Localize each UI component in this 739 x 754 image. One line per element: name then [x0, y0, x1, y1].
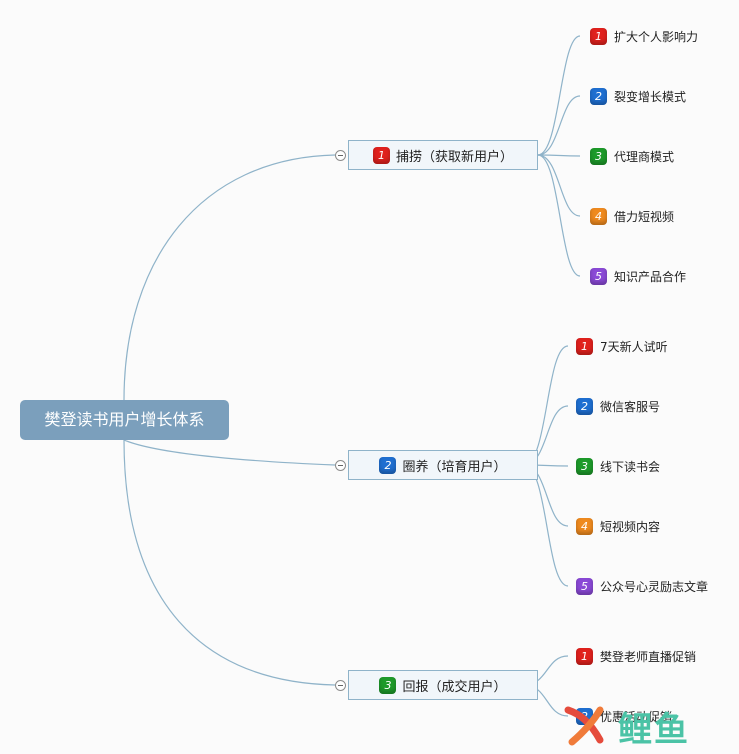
- branch-topic-3[interactable]: 3 回报（成交用户）: [348, 670, 538, 700]
- priority-badge-icon: 1: [576, 647, 593, 665]
- priority-badge-icon: 3: [576, 457, 593, 475]
- root-link-3: [123, 439, 336, 686]
- priority-badge-icon: 1: [372, 146, 390, 164]
- subtopic-3-1[interactable]: 1 樊登老师直播促销: [576, 646, 696, 666]
- branch-1-link-4: [537, 154, 581, 217]
- subtopic-label: 代理商模式: [614, 149, 675, 164]
- priority-badge-icon: 2: [590, 87, 607, 105]
- branch-topic-2[interactable]: 2 圈养（培育用户）: [348, 450, 538, 480]
- branch-1-link-5: [537, 154, 581, 277]
- priority-badge-icon: 5: [576, 577, 593, 595]
- subtopic-label: 公众号心灵励志文章: [600, 579, 709, 594]
- watermark-logo: 鲤鱼: [560, 700, 735, 750]
- subtopic-label: 借力短视频: [614, 209, 675, 224]
- subtopic-1-3[interactable]: 3 代理商模式: [590, 146, 674, 166]
- subtopic-1-4[interactable]: 4 借力短视频: [590, 206, 674, 226]
- subtopic-2-2[interactable]: 2 微信客服号: [576, 396, 660, 416]
- collapse-toggle-branch-3[interactable]: [335, 680, 346, 691]
- subtopic-1-5[interactable]: 5 知识产品合作: [590, 266, 686, 286]
- branch-1-link-1: [537, 35, 581, 156]
- subtopic-1-2[interactable]: 2 裂变增长模式: [590, 86, 686, 106]
- branch-1-link-2: [537, 95, 581, 156]
- fish-logo-icon: [564, 706, 604, 746]
- root-topic[interactable]: 樊登读书用户增长体系: [20, 400, 229, 440]
- root-link-1: [123, 154, 336, 401]
- subtopic-label: 微信客服号: [600, 399, 661, 414]
- priority-badge-icon: 1: [590, 27, 607, 45]
- root-link-2: [123, 439, 336, 466]
- subtopic-label: 樊登老师直播促销: [600, 649, 697, 664]
- subtopic-label: 扩大个人影响力: [614, 29, 699, 44]
- subtopic-label: 优惠活动促销: [600, 709, 673, 724]
- collapse-toggle-branch-1[interactable]: [335, 150, 346, 161]
- priority-badge-icon: 5: [590, 267, 607, 285]
- branch-label: 圈养（培育用户）: [402, 459, 507, 475]
- priority-badge-icon: 1: [576, 337, 593, 355]
- watermark-text: 鲤鱼: [618, 710, 690, 750]
- priority-badge-icon: 3: [379, 676, 397, 694]
- branch-topic-1[interactable]: 1 捕捞（获取新用户）: [348, 140, 538, 170]
- priority-badge-icon: 2: [576, 397, 593, 415]
- branch-2-link-5: [523, 464, 569, 587]
- subtopic-label: 短视频内容: [600, 519, 661, 534]
- subtopic-2-5[interactable]: 5 公众号心灵励志文章: [576, 576, 708, 596]
- branch-1-link-3: [537, 154, 581, 157]
- subtopic-2-1[interactable]: 1 7天新人试听: [576, 336, 668, 356]
- collapse-toggle-branch-2[interactable]: [335, 460, 346, 471]
- subtopic-label: 7天新人试听: [600, 339, 668, 354]
- priority-badge-icon: 4: [576, 517, 593, 535]
- priority-badge-icon: 3: [590, 147, 607, 165]
- subtopic-label: 裂变增长模式: [614, 89, 687, 104]
- subtopic-1-1[interactable]: 1 扩大个人影响力: [590, 26, 698, 46]
- branch-label: 捕捞（获取新用户）: [395, 149, 513, 165]
- branch-label: 回报（成交用户）: [402, 679, 507, 695]
- branch-2-link-1: [523, 345, 569, 466]
- subtopic-2-4[interactable]: 4 短视频内容: [576, 516, 660, 536]
- priority-badge-icon: 2: [379, 456, 397, 474]
- priority-badge-icon: 4: [590, 207, 607, 225]
- subtopic-label: 线下读书会: [600, 459, 661, 474]
- subtopic-label: 知识产品合作: [614, 269, 687, 284]
- subtopic-2-3[interactable]: 3 线下读书会: [576, 456, 660, 476]
